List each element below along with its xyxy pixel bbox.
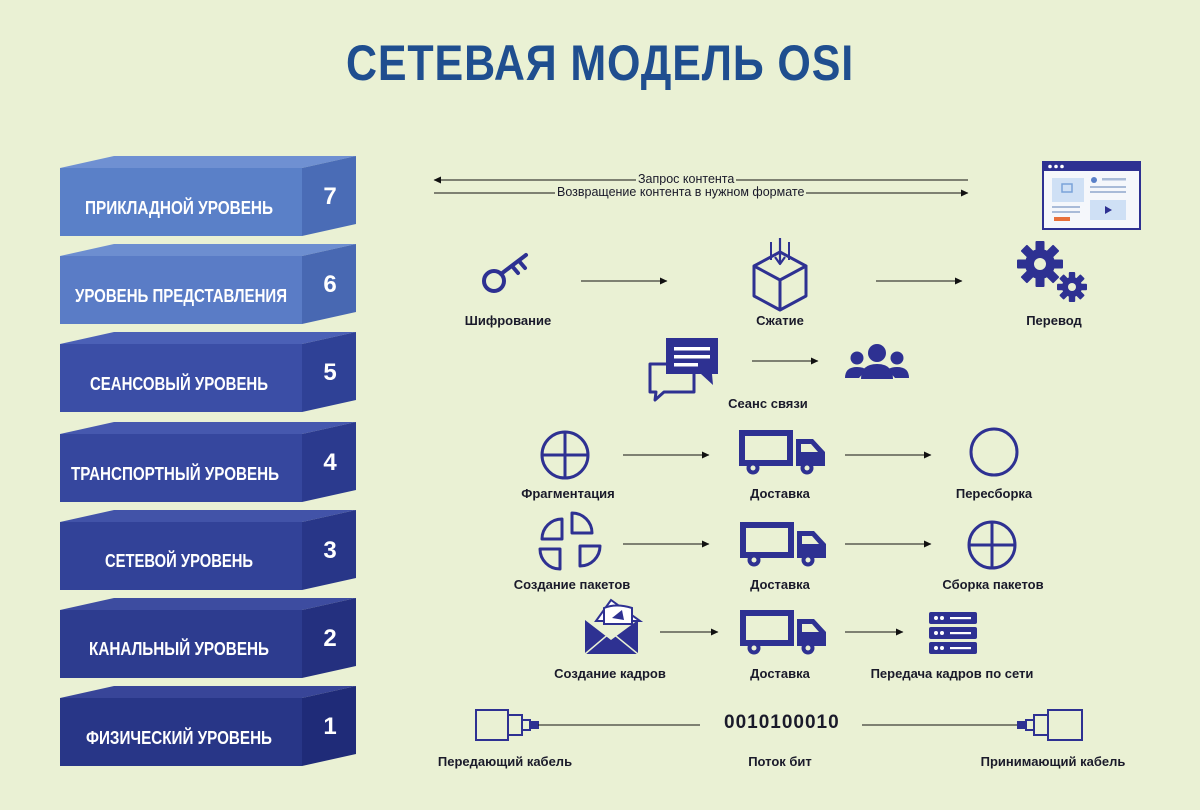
layer-3: СЕТЕВОЙ УРОВЕНЬ 3 bbox=[60, 510, 356, 590]
layer-5-side bbox=[302, 332, 356, 412]
request-label: Запрос контента bbox=[636, 172, 737, 186]
assembled-circle-icon bbox=[967, 520, 1017, 570]
packets-pieces-icon bbox=[538, 511, 602, 571]
datalink-delivery-label: Доставка bbox=[750, 666, 810, 681]
layer-2-number: 2 bbox=[323, 625, 336, 652]
reassembly-circle-icon bbox=[969, 427, 1019, 477]
bitstream-value: 0010100010 bbox=[724, 712, 840, 733]
fragmentation-circle-icon bbox=[540, 430, 590, 480]
presentation-row bbox=[482, 238, 1087, 312]
layer-2-top bbox=[60, 598, 356, 610]
layer-1-number: 1 bbox=[323, 713, 336, 740]
layer-6-front bbox=[60, 256, 302, 324]
layer-7-top bbox=[60, 156, 356, 168]
translation-label: Перевод bbox=[1026, 313, 1082, 328]
truck-icon bbox=[740, 610, 826, 655]
page-title: СЕТЕВАЯ МОДЕЛЬ OSI bbox=[345, 35, 855, 91]
network-delivery-label: Доставка bbox=[750, 577, 810, 592]
transport-row bbox=[540, 427, 1019, 480]
layer-3-name: СЕТЕВОЙ УРОВЕНЬ bbox=[105, 550, 253, 571]
layer-4-name: ТРАНСПОРТНЫЙ УРОВЕНЬ bbox=[71, 463, 279, 484]
layer-7-number: 7 bbox=[323, 183, 336, 210]
server-rack-icon bbox=[929, 612, 977, 654]
layer-6-number: 6 bbox=[323, 271, 336, 298]
layer-7-side bbox=[302, 156, 356, 236]
response-label: Возвращение контента в нужном формате bbox=[555, 185, 807, 199]
connector-left-icon bbox=[475, 709, 539, 741]
layer-2-side bbox=[302, 598, 356, 678]
truck-icon bbox=[740, 522, 826, 567]
frame-transfer-label: Передача кадров по сети bbox=[870, 666, 1034, 681]
compression-box-icon bbox=[752, 238, 808, 312]
layer-1-front bbox=[60, 698, 302, 766]
connector-right-icon bbox=[1017, 709, 1083, 741]
physical-row bbox=[475, 709, 1083, 741]
layer-5-name: СЕАНСОВЫЙ УРОВЕНЬ bbox=[90, 373, 268, 394]
browser-window-icon bbox=[1042, 161, 1141, 230]
layer-1-top bbox=[60, 686, 356, 698]
sending-cable-label: Передающий кабель bbox=[437, 754, 573, 769]
layer-1: ФИЗИЧЕСКИЙ УРОВЕНЬ 1 bbox=[60, 686, 356, 766]
layer-7: ПРИКЛАДНОЙ УРОВЕНЬ 7 bbox=[60, 156, 356, 236]
layer-3-number: 3 bbox=[323, 537, 336, 564]
layer-2: КАНАЛЬНЫЙ УРОВЕНЬ 2 bbox=[60, 598, 356, 678]
layer-2-name: КАНАЛЬНЫЙ УРОВЕНЬ bbox=[89, 638, 269, 659]
layer-4-top bbox=[60, 422, 356, 434]
layer-4-side bbox=[302, 422, 356, 502]
layer-7-front bbox=[60, 168, 302, 236]
layer-7-name: ПРИКЛАДНОЙ УРОВЕНЬ bbox=[85, 197, 273, 218]
layer-4: ТРАНСПОРТНЫЙ УРОВЕНЬ 4 bbox=[60, 422, 356, 502]
transport-delivery-label: Доставка bbox=[750, 486, 810, 501]
network-row bbox=[538, 511, 1017, 571]
layer-6-side bbox=[302, 244, 356, 324]
receiving-cable-label: Принимающий кабель bbox=[980, 754, 1126, 769]
encryption-label: Шифрование bbox=[464, 313, 552, 328]
layer-6-top bbox=[60, 244, 356, 256]
layer-3-side bbox=[302, 510, 356, 590]
bitstream-label: Поток бит bbox=[748, 754, 812, 769]
application-row bbox=[433, 161, 1141, 230]
compression-label: Сжатие bbox=[756, 313, 804, 328]
session-row bbox=[648, 338, 909, 402]
layer-1-name: ФИЗИЧЕСКИЙ УРОВЕНЬ bbox=[86, 727, 272, 748]
session-label: Сеанс связи bbox=[728, 396, 808, 411]
reassembly-label: Пересборка bbox=[955, 486, 1033, 501]
truck-icon bbox=[739, 430, 825, 475]
layer-5: СЕАНСОВЫЙ УРОВЕНЬ 5 bbox=[60, 332, 356, 412]
layer-2-front bbox=[60, 610, 302, 678]
layer-6: УРОВЕНЬ ПРЕДСТАВЛЕНИЯ 6 bbox=[60, 244, 356, 324]
layer-5-number: 5 bbox=[323, 359, 336, 386]
layer-1-side bbox=[302, 686, 356, 766]
packet-assembly-label: Сборка пакетов bbox=[942, 577, 1044, 592]
layer-stack: ПРИКЛАДНОЙ УРОВЕНЬ 7 УРОВЕНЬ ПРЕДСТАВЛЕН… bbox=[60, 156, 356, 766]
layer-6-name: УРОВЕНЬ ПРЕДСТАВЛЕНИЯ bbox=[75, 286, 287, 306]
envelope-icon bbox=[584, 598, 644, 655]
people-group-icon bbox=[845, 344, 909, 379]
layer-5-front bbox=[60, 344, 302, 412]
layer-3-top bbox=[60, 510, 356, 522]
packet-creation-label: Создание пакетов bbox=[513, 577, 631, 592]
layer-4-front bbox=[60, 434, 302, 502]
gears-icon bbox=[1017, 241, 1087, 302]
layer-3-front bbox=[60, 522, 302, 590]
layer-4-number: 4 bbox=[323, 449, 337, 476]
key-icon bbox=[482, 253, 528, 293]
chat-icon bbox=[648, 338, 718, 402]
frame-creation-label: Создание кадров bbox=[554, 666, 666, 681]
layer-5-top bbox=[60, 332, 356, 344]
datalink-row bbox=[584, 598, 977, 655]
fragmentation-label: Фрагментация bbox=[521, 486, 615, 501]
